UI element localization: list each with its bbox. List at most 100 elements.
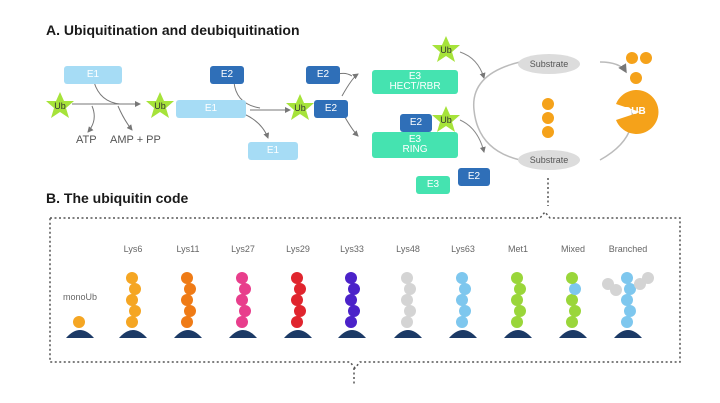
ubiquitin-unit <box>401 316 413 328</box>
ubiquitin-unit <box>239 283 251 295</box>
chain-label: monoUb <box>62 292 98 302</box>
ubiquitin-unit <box>624 283 636 295</box>
section-b-title: B. The ubiquitin code <box>46 190 189 206</box>
ubiquitin-unit <box>511 294 523 306</box>
ubiquitin-unit <box>456 316 468 328</box>
chain-label: Mixed <box>560 244 585 254</box>
ubiquitin-unit <box>129 305 141 317</box>
ubiquitin-unit <box>184 283 196 295</box>
e1-box: E1 <box>176 100 246 118</box>
ubiquitin-unit <box>239 305 251 317</box>
chain-label: Lys11 <box>176 244 200 254</box>
substrate-base <box>284 330 312 338</box>
amp-pp-label: AMP + PP <box>110 134 161 146</box>
ubiquitin-unit <box>129 283 141 295</box>
chain-label: Lys6 <box>123 244 143 254</box>
ubiquitin-unit <box>602 278 614 290</box>
e2-box: E2 <box>314 100 348 118</box>
ubiquitin-unit <box>511 272 523 284</box>
ubiquitin-unit <box>511 316 523 328</box>
ubiquitin-unit <box>621 294 633 306</box>
ub-label: Ub <box>54 101 66 111</box>
ubiquitin-unit <box>621 316 633 328</box>
ubiquitin-unit <box>73 316 85 328</box>
ubiquitin-unit <box>621 272 633 284</box>
substrate-base <box>394 330 422 338</box>
ubiquitin-unit <box>181 316 193 328</box>
ubiquitin-unit <box>184 305 196 317</box>
ubiquitin-unit <box>566 272 578 284</box>
ubiquitin-unit <box>236 316 248 328</box>
chain-label: Lys27 <box>231 244 255 254</box>
substrate-base <box>338 330 366 338</box>
substrate-base <box>66 330 94 338</box>
ubiquitin-unit <box>459 305 471 317</box>
chain-label: Lys63 <box>451 244 475 254</box>
dub-icon <box>616 89 659 134</box>
ubiquitin-unit <box>566 294 578 306</box>
ubiquitin-unit <box>514 305 526 317</box>
ubiquitin-unit <box>456 294 468 306</box>
ubiquitin-unit <box>236 294 248 306</box>
substrate-oval: Substrate <box>518 54 580 74</box>
e2-box: E2 <box>400 114 432 132</box>
dub-label: DUB <box>624 106 646 117</box>
ubiquitin-unit <box>348 305 360 317</box>
atp-label: ATP <box>76 134 97 146</box>
ubiquitin-unit <box>126 316 138 328</box>
substrate-base <box>559 330 587 338</box>
ubiquitin-unit <box>514 283 526 295</box>
ubiquitin-unit <box>291 272 303 284</box>
ubiquitin-unit <box>401 294 413 306</box>
ub-label: Ub <box>294 103 306 113</box>
e1-box: E1 <box>64 66 122 84</box>
ubiquitin-unit <box>459 283 471 295</box>
ub-label: Ub <box>154 101 166 111</box>
ubiquitin-unit <box>126 272 138 284</box>
section-a-title: A. Ubiquitination and deubiquitination <box>46 22 300 38</box>
substrate-base <box>449 330 477 338</box>
chain-label: Lys48 <box>396 244 420 254</box>
ub-star-icon <box>46 92 74 118</box>
substrate-base <box>614 330 642 338</box>
substrate-base <box>504 330 532 338</box>
substrate-base <box>174 330 202 338</box>
substrate-base <box>119 330 147 338</box>
ubiquitin-unit <box>126 294 138 306</box>
ub-star-icon <box>432 106 460 132</box>
ubiquitin-unit <box>236 272 248 284</box>
ubiquitin-unit <box>456 272 468 284</box>
ubiquitin-unit <box>291 294 303 306</box>
ubiquitin-unit <box>401 272 413 284</box>
e1-box: E1 <box>248 142 298 160</box>
ubiquitin-unit <box>569 283 581 295</box>
ubiquitin-unit <box>624 305 636 317</box>
e2-box: E2 <box>306 66 340 84</box>
ub-star-icon <box>432 36 460 62</box>
substrate-oval: Substrate <box>518 150 580 170</box>
substrate-base <box>229 330 257 338</box>
e2-box: E2 <box>458 168 490 186</box>
ubiquitin-unit <box>345 272 357 284</box>
ubiquitin-unit <box>294 283 306 295</box>
e3-box: E3 <box>416 176 450 194</box>
ubiquitin-unit <box>181 272 193 284</box>
ub-label: Ub <box>440 45 452 55</box>
ubiquitin-unit <box>404 283 416 295</box>
chain-label: Branched <box>608 244 648 254</box>
ubiquitin-unit <box>181 294 193 306</box>
ub-star-icon <box>286 94 314 120</box>
e2-box: E2 <box>210 66 244 84</box>
ubiquitin-unit <box>569 305 581 317</box>
ub-star-icon <box>146 92 174 118</box>
ub-label: Ub <box>440 115 452 125</box>
ubiquitin-unit <box>294 305 306 317</box>
chain-label: Lys29 <box>286 244 310 254</box>
chain-label: Met1 <box>507 244 528 254</box>
chain-label: Lys33 <box>340 244 364 254</box>
